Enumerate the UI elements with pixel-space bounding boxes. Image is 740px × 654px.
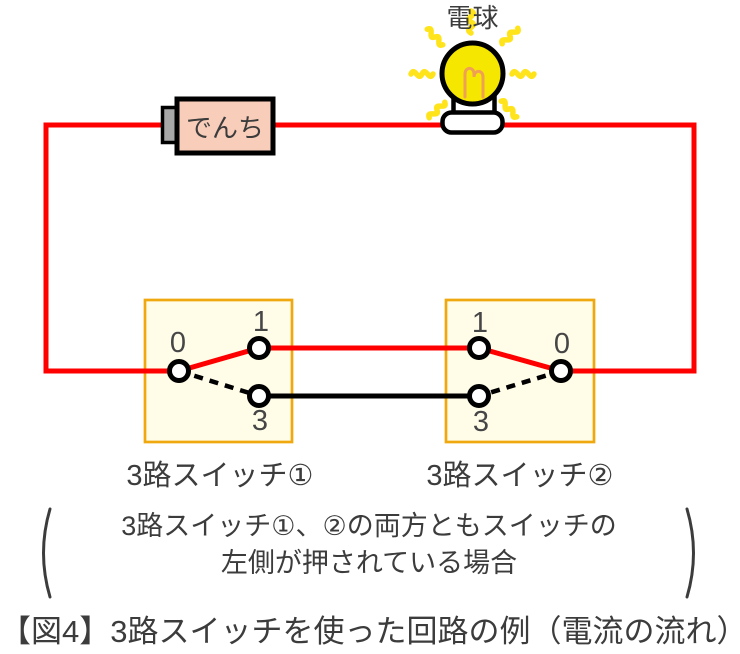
- light-ray-icon: [411, 72, 433, 77]
- switch1-label: 3路スイッチ①: [126, 460, 314, 492]
- switch1-terminal3-label: 3: [251, 405, 269, 437]
- switch1-dashed-throw: [178, 368, 260, 399]
- switch1-terminal-1: [247, 336, 271, 360]
- bulb-filament: [463, 66, 485, 99]
- condition-note-line1: 3路スイッチ①、②の両方ともスイッチの: [121, 511, 617, 541]
- condition-note-line2: 左側が押されている場合: [220, 548, 518, 578]
- battery-icon: [174, 96, 276, 156]
- switch2-terminal3-label: 3: [472, 406, 490, 438]
- light-ray-icon: [512, 72, 534, 77]
- light-bulb-icon: [439, 40, 506, 135]
- battery-label: でんち: [185, 112, 264, 143]
- active-wire-loop: [43, 122, 697, 374]
- condition-note: 3路スイッチ①、②の両方ともスイッチの 左側が押されている場合: [62, 508, 676, 582]
- bulb-base: [440, 110, 505, 135]
- note-right-paren: [685, 507, 695, 599]
- switch2-terminal-0: [549, 359, 573, 383]
- note-left-paren: [42, 507, 52, 599]
- bulb-label: 電球: [446, 3, 499, 33]
- switch1-terminal-0: [167, 359, 191, 383]
- switch2-terminal0-label: 0: [553, 328, 571, 360]
- switch1-terminal1-label: 1: [252, 306, 270, 338]
- switch2-active-throw: [478, 345, 562, 374]
- switch2-dashed-throw: [478, 368, 562, 399]
- switch2-terminal1-label: 1: [471, 307, 489, 339]
- switch1-terminal-3: [247, 384, 271, 408]
- switch1-active-throw: [178, 345, 260, 374]
- figure-caption: 【図4】3路スイッチを使った回路の例（電流の流れ）: [0, 614, 740, 649]
- switch2-label: 3路スイッチ②: [426, 460, 614, 492]
- switch1-terminal0-label: 0: [169, 327, 187, 359]
- switch2-terminal-1: [467, 336, 491, 360]
- switch2-terminal-3: [467, 384, 491, 408]
